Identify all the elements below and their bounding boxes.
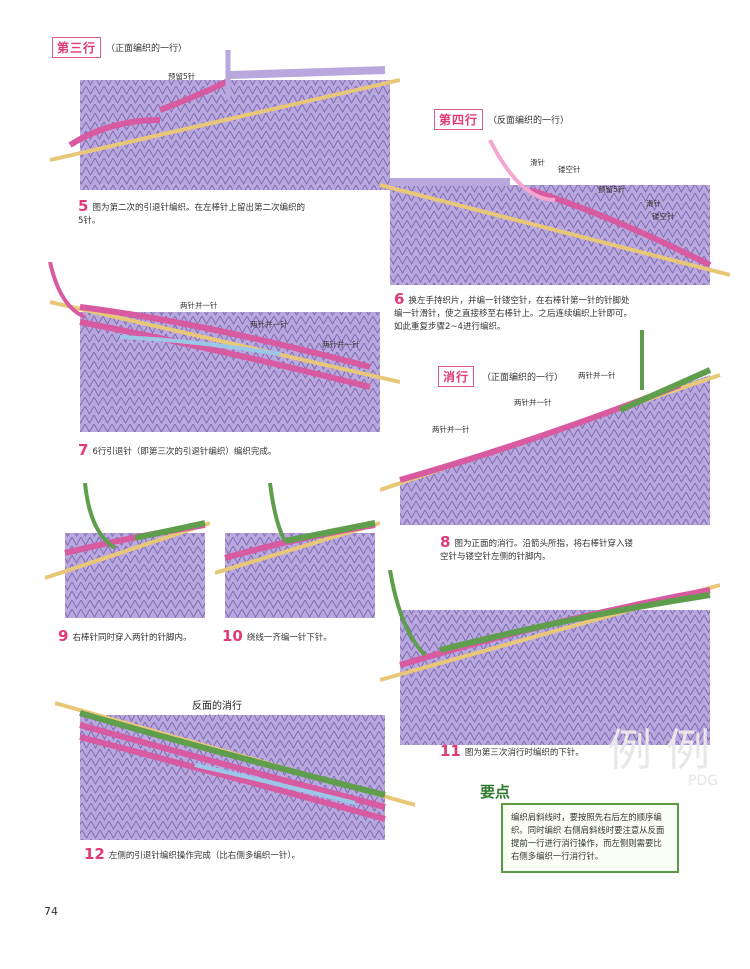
label-loukong2: 镂空针: [652, 212, 675, 221]
step-10-number: 10: [222, 627, 243, 645]
illustration-step7: [48, 262, 400, 432]
step-12-number: 12: [84, 845, 105, 863]
key-point-text: 编织肩斜线时，要按照先右后左的顺序编织。同时编织 右侧肩斜线时要注意从反面提前一…: [511, 812, 665, 861]
step-9-number: 9: [58, 627, 69, 645]
label-bing1: 两针并一针: [180, 301, 218, 310]
key-point-title: 要点: [480, 783, 511, 801]
illustration-step11: [380, 570, 720, 745]
step-7-text: 6行引退针（即第三次的引退针编织）编织完成。: [92, 447, 277, 457]
page-number: 74: [44, 905, 58, 918]
label-bing2: 两针并一针: [250, 320, 288, 329]
illustration-step6: [380, 139, 730, 285]
step-12-text: 左侧的引退针编织操作完成（比右侧多编织一针）。: [108, 851, 301, 861]
label-huazhen: 滑针: [530, 158, 545, 167]
step-6-text: 换左手持织片，并编一针镂空针，在右棒针第一针的针脚处编一针滑针，使之直接移至右棒…: [394, 296, 633, 332]
label-loukong: 镂空针: [558, 165, 581, 174]
step-11-number: 11: [440, 742, 461, 760]
step-9-text: 右棒针同时穿入两针的针脚内。: [72, 633, 192, 643]
label-bing3: 两针并一针: [322, 340, 360, 349]
svg-text:PDG: PDG: [688, 773, 718, 789]
illustration-step10: [215, 483, 380, 618]
illustration-step5: [50, 50, 400, 190]
illustration-step9: [45, 483, 210, 618]
watermark-logo: 例 例 PDG: [608, 725, 718, 789]
step-10-text: 绕线一齐编一针下针。: [246, 633, 332, 643]
step-8-number: 8: [440, 533, 451, 551]
illustration-step12: [55, 701, 415, 840]
back-dec-title: 反面的消行: [192, 701, 242, 712]
label-huazhen2: 滑针: [646, 199, 661, 208]
label-yuliu5-b: 预留5针: [598, 185, 626, 194]
label-bing5: 两针并一针: [514, 398, 552, 407]
step-7-number: 7: [78, 441, 89, 459]
step-8-text: 图为正面的消行。沿箭头所指，将右棒针穿入镂空针与镂空针左侧的针脚内。: [440, 539, 633, 562]
row4-subtitle: （反面编织的一行）: [488, 116, 570, 126]
row3-tag: 第三行: [52, 37, 102, 58]
dec-subtitle: （正面编织的一行）: [482, 373, 564, 383]
label-bing4: 两针并一针: [578, 371, 616, 380]
key-point-box: 编织肩斜线时，要按照先右后左的顺序编织。同时编织 右侧肩斜线时要注意从反面提前一…: [501, 803, 679, 873]
label-yuliu5-a: 预留5针: [168, 72, 196, 81]
row4-tag: 第四行: [434, 109, 484, 130]
label-bing6: 两针并一针: [432, 425, 470, 434]
step-11-text: 图为第三次消行时编织的下针。: [464, 748, 584, 758]
svg-text:例 例: 例 例: [608, 725, 710, 776]
step-5-number: 5: [78, 197, 89, 215]
step-5-text: 图为第二次的引退针编织。在左棒针上留出第二次编织的5针。: [78, 203, 305, 226]
step-6-number: 6: [394, 290, 405, 308]
illustration-step8: [380, 330, 721, 525]
dec-tag: 消行: [438, 366, 475, 387]
row3-subtitle: （正面编织的一行）: [106, 44, 188, 54]
